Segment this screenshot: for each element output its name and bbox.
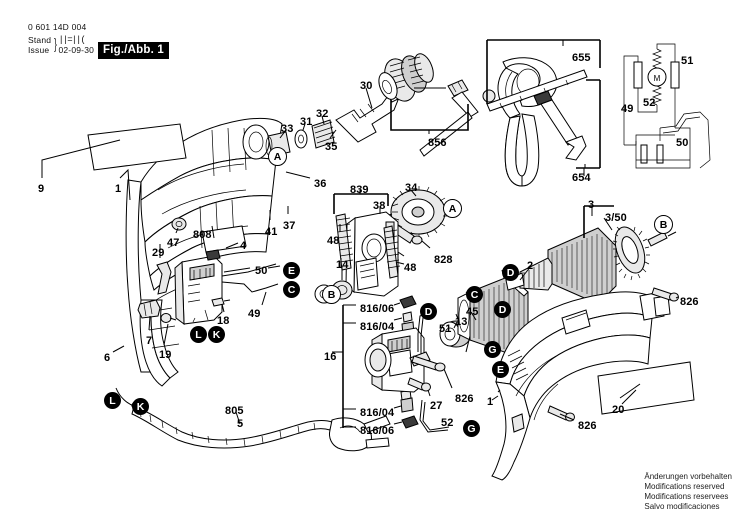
reference-bullet-d: D xyxy=(494,301,511,318)
callout-31: 31 xyxy=(300,116,313,128)
callout-47: 47 xyxy=(167,237,180,249)
callout-38: 38 xyxy=(373,200,386,212)
callout-20: 20 xyxy=(612,404,625,416)
reference-bullet-b: B xyxy=(322,285,341,304)
issue-label: Issue xyxy=(28,45,50,55)
svg-text:M: M xyxy=(654,74,661,83)
callout-816-06: 816/06 xyxy=(360,303,395,315)
reference-bullet-a: A xyxy=(268,147,287,166)
callout-828: 828 xyxy=(434,254,453,266)
callout-16: 16 xyxy=(324,351,337,363)
callout-9: 9 xyxy=(38,183,45,195)
reference-bullet-e: E xyxy=(283,262,300,279)
callout-35: 35 xyxy=(325,141,338,153)
callout-7: 7 xyxy=(146,335,153,347)
callout-826: 826 xyxy=(455,393,474,405)
switch-module-left xyxy=(174,249,279,326)
callout-4: 4 xyxy=(240,240,247,252)
callout-27: 27 xyxy=(430,400,443,412)
power-cord xyxy=(115,387,391,452)
reference-bullet-a: A xyxy=(443,199,462,218)
footer-line-es: Salvo modificaciones xyxy=(644,502,720,511)
callout-19: 19 xyxy=(159,349,172,361)
callout-5: 5 xyxy=(237,418,244,430)
callout-808: 808 xyxy=(193,229,212,241)
barcode-mark: ||=||( xyxy=(58,35,85,45)
callout-3-50: 3/50 xyxy=(605,212,627,224)
callout-50: 50 xyxy=(255,265,268,277)
reference-bullet-c: C xyxy=(283,281,300,298)
callout-49: 49 xyxy=(248,308,261,320)
callout-49: 49 xyxy=(621,103,634,115)
callout-45: 45 xyxy=(466,306,479,318)
stand-label: Stand xyxy=(28,35,52,45)
callout-826: 826 xyxy=(578,420,597,432)
callout-52: 52 xyxy=(643,97,656,109)
reference-bullet-g: G xyxy=(463,420,480,437)
callout-6: 6 xyxy=(104,352,111,364)
housing-half-right xyxy=(491,287,695,481)
callout-1: 1 xyxy=(115,183,122,195)
callout-51: 51 xyxy=(439,323,452,335)
callout-839: 839 xyxy=(350,184,369,196)
footer-line-de: Änderungen vorbehalten xyxy=(644,472,732,481)
callout-30: 30 xyxy=(360,80,373,92)
callout-36: 36 xyxy=(314,178,327,190)
figure-tag: Fig./Abb. 1 xyxy=(98,42,169,59)
callout-14: 14 xyxy=(336,259,349,271)
callout-32: 32 xyxy=(316,108,329,120)
callout-655: 655 xyxy=(572,52,591,64)
callout-34: 34 xyxy=(405,182,418,194)
callout-13: 13 xyxy=(455,316,468,328)
reference-bullet-d: D xyxy=(502,264,519,281)
callout-856: 856 xyxy=(428,137,447,149)
reference-bullet-l: L xyxy=(104,392,121,409)
callout-1: 1 xyxy=(487,396,494,408)
small-parts-left xyxy=(137,299,177,323)
reference-bullet-k: K xyxy=(132,398,149,415)
reference-bullet-l: L xyxy=(190,326,207,343)
brace-glyph: } xyxy=(54,36,58,53)
callout-41: 41 xyxy=(265,226,278,238)
callout-826: 826 xyxy=(680,296,699,308)
armature-rotor xyxy=(505,205,677,305)
reference-bullet-g: G xyxy=(484,341,501,358)
callout-2: 2 xyxy=(527,260,534,272)
callout-51: 51 xyxy=(681,55,694,67)
document-header: 0 601 14D 004 Stand Issue } ||=||( 02-09… xyxy=(28,22,94,55)
callout-52: 52 xyxy=(441,417,454,429)
footer-line-en: Modifications reserved xyxy=(644,482,725,491)
callout-816-04: 816/04 xyxy=(360,321,395,333)
reference-bullet-b: B xyxy=(654,215,673,234)
callout-48: 48 xyxy=(327,235,340,247)
reference-bullet-e: E xyxy=(492,361,509,378)
callout-805: 805 xyxy=(225,405,244,417)
wiring-schematic: M xyxy=(623,43,711,169)
callout-654: 654 xyxy=(572,172,591,184)
legal-footer: Änderungen vorbehalten Modifications res… xyxy=(644,472,732,512)
callout-29: 29 xyxy=(152,247,165,259)
callout-37: 37 xyxy=(283,220,296,232)
reference-bullet-d: D xyxy=(420,303,437,320)
issue-date: 02-09-30 xyxy=(58,45,95,55)
reference-bullet-k: K xyxy=(208,326,225,343)
reference-bullet-c: C xyxy=(466,286,483,303)
callout-816-04: 816/04 xyxy=(360,407,395,419)
callout-48: 48 xyxy=(404,262,417,274)
footer-line-fr: Modifications reservees xyxy=(644,492,729,501)
callout-50: 50 xyxy=(676,137,689,149)
leader-lines xyxy=(41,87,641,425)
machine-type-code: 0 601 14D 004 xyxy=(28,22,87,32)
callout-33: 33 xyxy=(281,123,294,135)
callout-18: 18 xyxy=(217,315,230,327)
callout-3: 3 xyxy=(588,199,595,211)
callout-816-06: 816/06 xyxy=(360,425,395,437)
housing-half-left xyxy=(87,117,283,387)
